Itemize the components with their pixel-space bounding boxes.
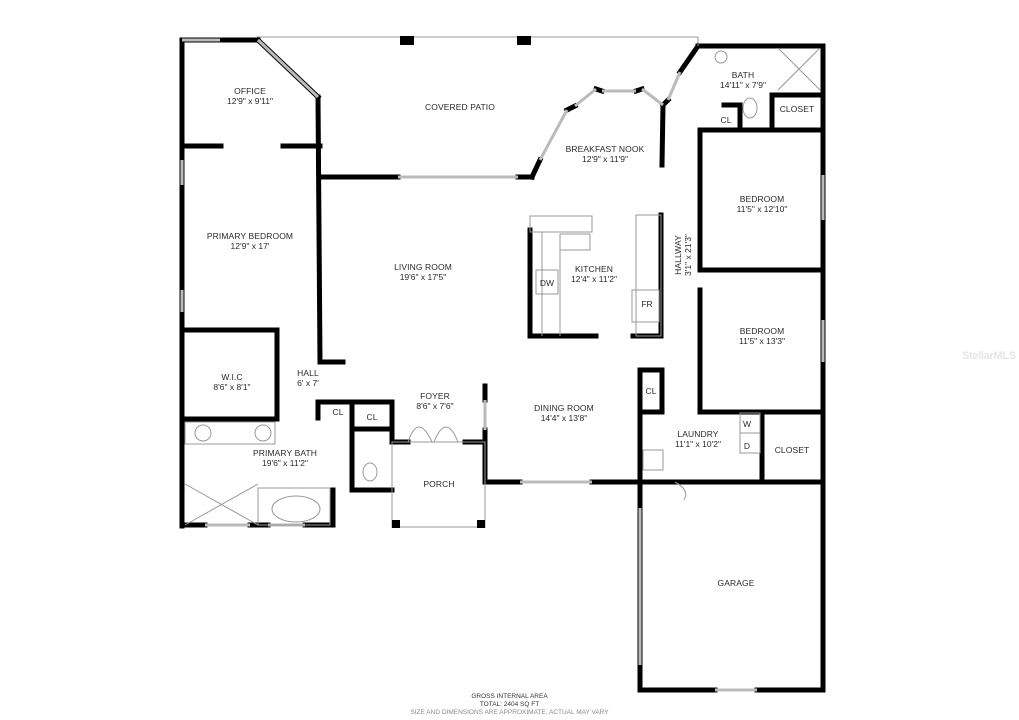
- room-wic: W.I.C 8'6" x 8'1": [213, 372, 250, 392]
- room-bath: BATH 14'11" x 7'9": [720, 70, 766, 90]
- room-name: FOYER: [420, 391, 450, 401]
- room-dimensions: 19'6" x 17'5": [399, 272, 447, 282]
- room-garage: GARAGE: [718, 578, 755, 588]
- room-hall: HALL 6' x 7': [297, 368, 319, 388]
- room-dimensions: 11'1" x 10'2": [675, 439, 721, 449]
- room-dimensions: 11'5" x 13'3": [739, 336, 785, 346]
- room-name: CL: [366, 412, 378, 422]
- room-name: W.I.C: [221, 372, 243, 382]
- room-primary-bedroom: PRIMARY BEDROOM 12'9" x 17': [207, 231, 293, 251]
- room-breakfast-nook: BREAKFAST NOOK 12'9" x 11'9": [566, 144, 645, 164]
- room-name: BEDROOM: [739, 194, 785, 204]
- room-porch: PORCH: [423, 479, 454, 489]
- room-name: BREAKFAST NOOK: [565, 144, 645, 154]
- room-kitchen: KITCHEN 12'4" x 11'2": [571, 264, 617, 284]
- room-covered-patio: COVERED PATIO: [425, 102, 495, 112]
- room-name: BATH: [731, 70, 755, 80]
- room-dimensions: 11'5" x 12'10": [736, 204, 788, 214]
- room-cl-bath: CL: [720, 115, 731, 125]
- room-name: DINING ROOM: [534, 403, 594, 413]
- room-dimensions: 6' x 7': [297, 378, 319, 388]
- room-name: COVERED PATIO: [425, 102, 495, 112]
- room-dining-room: DINING ROOM 14'4" x 13'8": [534, 403, 594, 423]
- room-laundry: LAUNDRY 11'1" x 10'2": [675, 429, 721, 449]
- room-name: CL: [720, 115, 732, 125]
- room-cl-hall-2: CL: [366, 412, 377, 422]
- room-living-room: LIVING ROOM 19'6" x 17'5": [394, 262, 452, 282]
- room-cl-hall-1: CL: [332, 407, 343, 417]
- room-dimensions: 12'4" x 11'2": [571, 274, 617, 284]
- room-dimensions: 14'4" x 13'8": [540, 413, 588, 423]
- room-dimensions: 19'6" x 11'2": [262, 458, 308, 468]
- room-name: KITCHEN: [574, 264, 613, 274]
- room-bedroom-2: BEDROOM 11'5" x 13'3": [739, 326, 785, 346]
- room-closet-bath: CLOSET: [780, 104, 815, 114]
- room-closet-laundry: CLOSET: [775, 445, 810, 455]
- room-dimensions: 14'11" x 7'9": [720, 80, 766, 90]
- room-dimensions: 12'9" x 9'11": [227, 96, 273, 106]
- room-name: LIVING ROOM: [394, 262, 452, 272]
- room-name: OFFICE: [234, 86, 266, 96]
- washer-label: W: [742, 419, 752, 429]
- room-dimensions: 12'9" x 17': [230, 241, 270, 251]
- room-name: HALLWAY: [673, 235, 683, 275]
- room-office: OFFICE 12'9" x 9'11": [227, 86, 273, 106]
- room-name: BEDROOM: [739, 326, 785, 336]
- watermark: StellarMLS: [962, 350, 1016, 362]
- room-name: PRIMARY BEDROOM: [206, 231, 294, 241]
- total-area: TOTAL: 2404 SQ FT: [479, 701, 540, 708]
- dishwasher-label: DW: [539, 278, 555, 288]
- room-dimensions: 8'6" x 7'6": [416, 401, 454, 411]
- room-name: CLOSET: [779, 104, 815, 114]
- room-name: CLOSET: [774, 445, 810, 455]
- room-foyer: FOYER 8'6" x 7'6": [416, 391, 453, 411]
- room-primary-bath: PRIMARY BATH 19'6" x 11'2": [253, 448, 317, 468]
- area-footer: GROSS INTERNAL AREA TOTAL: 2404 SQ FT SI…: [0, 693, 1019, 717]
- room-name: HALL: [297, 368, 319, 378]
- gross-area-heading: GROSS INTERNAL AREA: [471, 693, 548, 700]
- room-name: PRIMARY BATH: [252, 448, 318, 458]
- dryer-label: D: [743, 441, 751, 451]
- room-name: GARAGE: [717, 578, 755, 588]
- disclaimer: SIZE AND DIMENSIONS ARE APPROXIMATE, ACT…: [410, 709, 609, 716]
- room-hallway: HALLWAY 3'1" x 21'3": [673, 234, 693, 276]
- room-name: PORCH: [423, 479, 455, 489]
- room-name: CL: [645, 386, 657, 396]
- room-cl-laundry: CL: [645, 386, 656, 396]
- room-dimensions: 3'1" x 21'3": [683, 234, 693, 276]
- room-name: LAUNDRY: [677, 429, 719, 439]
- room-dimensions: 12'9" x 11'9": [582, 154, 628, 164]
- room-bedroom-1: BEDROOM 11'5" x 12'10": [737, 194, 788, 214]
- fridge-label: FR: [641, 299, 653, 309]
- room-dimensions: 8'6" x 8'1": [213, 382, 251, 392]
- room-name: CL: [332, 407, 344, 417]
